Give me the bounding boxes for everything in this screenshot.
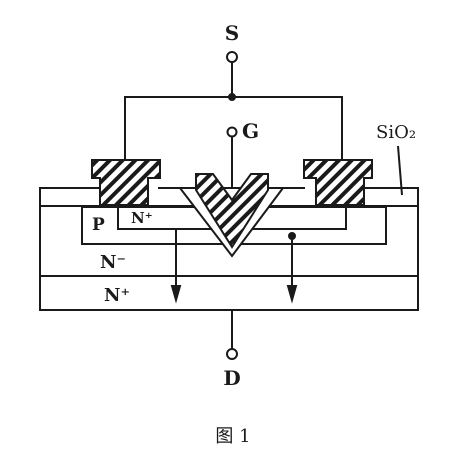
left-current-arrow bbox=[170, 285, 182, 304]
n-plus-source-label: N⁺ bbox=[131, 209, 153, 227]
oxide-label: SiO₂ bbox=[376, 122, 416, 143]
source-wire bbox=[124, 96, 343, 160]
source-label: S bbox=[225, 21, 239, 45]
oxide-left bbox=[39, 187, 101, 207]
figure-caption: 图 1 bbox=[215, 426, 250, 447]
drain-label: D bbox=[223, 366, 240, 390]
gate-electrode-v bbox=[195, 173, 269, 249]
right-channel-dot bbox=[288, 232, 296, 240]
source-contact-right bbox=[303, 159, 373, 206]
n-plus-substrate bbox=[39, 275, 419, 311]
oxide-right bbox=[359, 187, 419, 207]
drain-terminal-circle bbox=[226, 348, 238, 360]
p-region-label: P bbox=[92, 215, 105, 235]
right-current-arrow bbox=[286, 285, 298, 304]
oxide-leader-line bbox=[397, 145, 403, 196]
source-contact-left bbox=[91, 159, 161, 206]
n-minus-label: N⁻ bbox=[100, 252, 126, 273]
gate-label: G bbox=[242, 119, 259, 143]
n-plus-substrate-label: N⁺ bbox=[104, 285, 130, 306]
gate-terminal-circle bbox=[226, 126, 238, 138]
source-terminal-circle bbox=[226, 51, 238, 63]
